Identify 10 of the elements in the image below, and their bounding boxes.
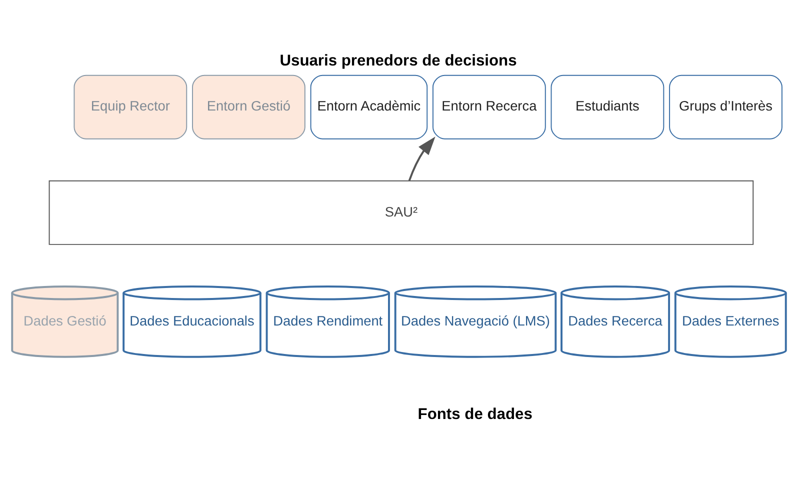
node-box: Grups d’Interès [669, 74, 782, 140]
diagram-title: Usuaris prenedors de decisions [280, 52, 517, 70]
node-box: Entorn Gestió [192, 74, 306, 140]
node-box: Entorn Acadèmic [310, 74, 428, 140]
node-box: Estudiants [550, 74, 664, 140]
caption: Fonts de dades [418, 406, 532, 424]
node-box: Equip Rector [74, 74, 188, 140]
arrow [408, 136, 436, 182]
node-box: Entorn Recerca [432, 74, 546, 140]
node-box: SAU² [48, 180, 754, 245]
